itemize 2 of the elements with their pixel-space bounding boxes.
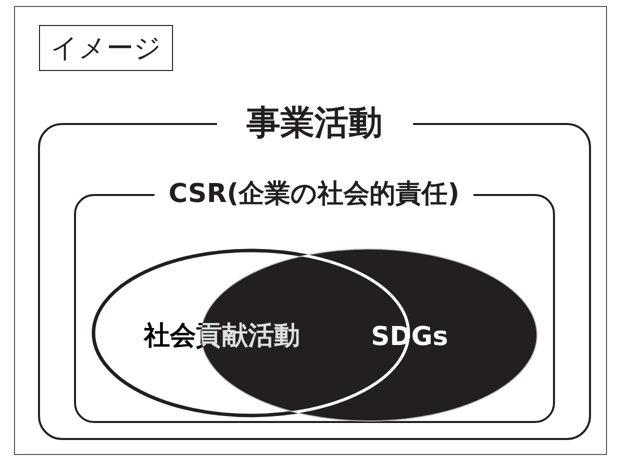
frame-heading: CSR(企業の社会的責任) (154, 178, 474, 210)
title-tag: イメージ (39, 25, 173, 71)
